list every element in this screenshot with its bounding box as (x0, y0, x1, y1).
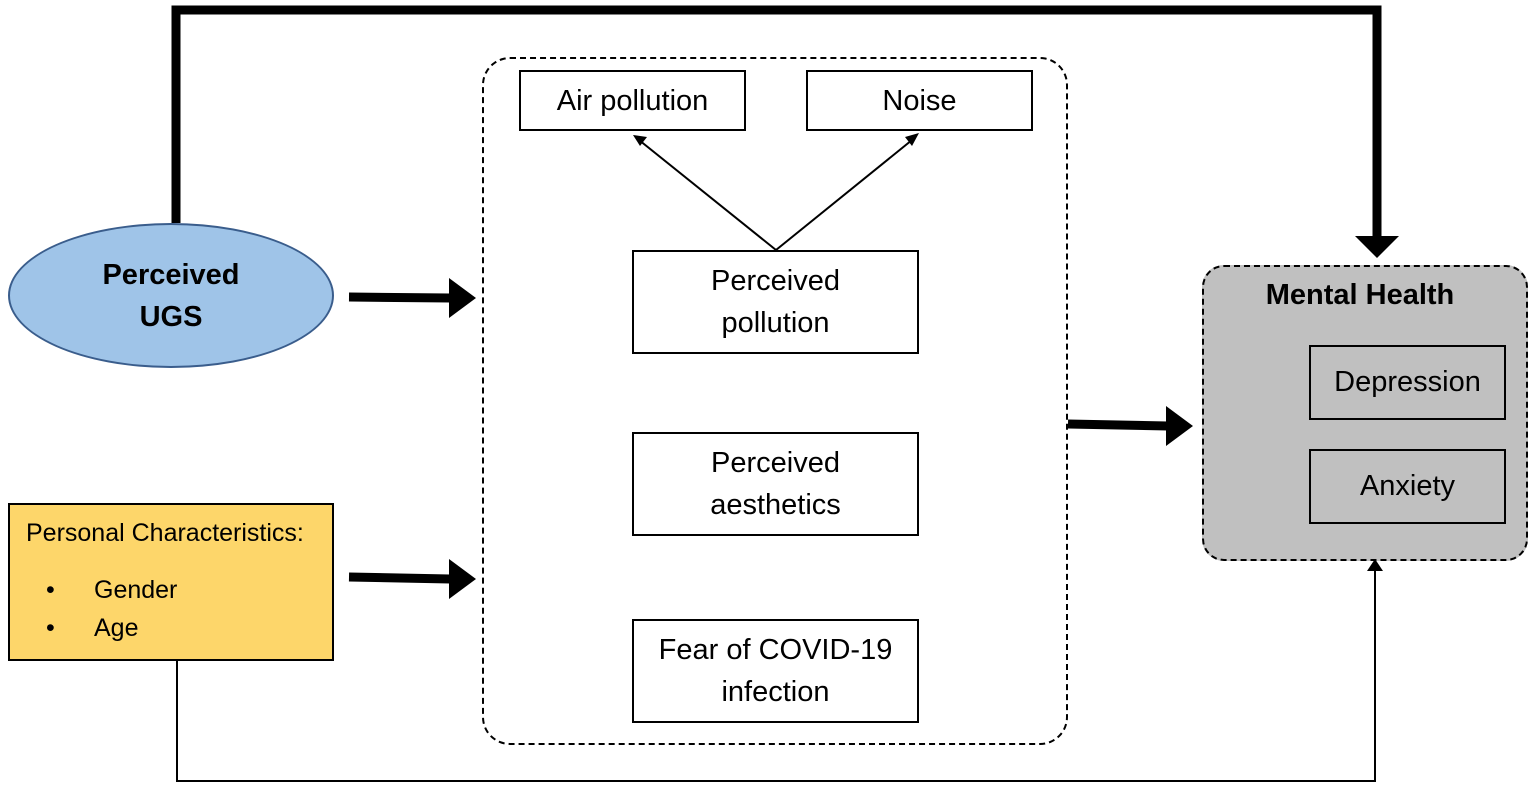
pollution-to-noise-arrowhead (905, 133, 919, 146)
noise-label: Noise (882, 84, 957, 117)
bullet-icon: • (46, 614, 55, 642)
anxiety-label: Anxiety (1359, 470, 1456, 502)
personal-characteristics-list: • Gender • Age (10, 571, 177, 647)
mental-health-title: Mental Health (1265, 279, 1455, 311)
noise-node: Noise (806, 70, 1033, 131)
ugs-to-mental-health-direct-path (171, 5, 1382, 238)
depression-label: Depression (1334, 366, 1481, 398)
pollution-to-air-line (638, 139, 777, 251)
fear-covid-line2: infection (721, 676, 830, 708)
perceived-ugs-line2: UGS (139, 300, 203, 333)
list-item: • Age (10, 609, 177, 647)
bullet-icon: • (46, 576, 55, 604)
air-pollution-node: Air pollution (519, 70, 746, 131)
perceived-aesthetics-line2: aesthetics (710, 489, 841, 521)
personal-to-mediators-arrow-shaft (348, 572, 451, 584)
perceived-pollution-line1: Perceived (711, 265, 840, 297)
fear-covid-line1: Fear of COVID-19 (658, 634, 893, 666)
mediators-to-mental-health-arrowhead (1166, 406, 1193, 446)
ugs-to-mediators-arrowhead (449, 278, 476, 318)
anxiety-node: Anxiety (1309, 449, 1506, 524)
list-item: • Gender (10, 571, 177, 609)
perceived-pollution-line2: pollution (721, 307, 830, 339)
personal-to-mental-health-line (176, 570, 1376, 782)
perceived-ugs-line1: Perceived (102, 258, 240, 291)
perceived-ugs-node: Perceived UGS (8, 223, 334, 368)
ugs-to-mental-health-arrowhead (1355, 236, 1399, 258)
mediators-to-mental-health-arrow-shaft (1067, 419, 1169, 431)
perceived-aesthetics-line1: Perceived (711, 447, 840, 479)
ugs-to-mediators-arrow-shaft (348, 292, 451, 303)
pollution-to-air-arrowhead (633, 135, 647, 146)
personal-to-mental-health-arrowhead (1367, 559, 1383, 571)
perceived-pollution-node: Perceived pollution (632, 250, 919, 354)
personal-characteristics-node: Personal Characteristics: • Gender • Age (8, 503, 334, 661)
age-label: Age (94, 614, 139, 642)
fear-covid-node: Fear of COVID-19 infection (632, 619, 919, 723)
depression-node: Depression (1309, 345, 1506, 420)
personal-to-mediators-arrowhead (449, 559, 476, 599)
air-pollution-label: Air pollution (556, 84, 709, 117)
perceived-aesthetics-node: Perceived aesthetics (632, 432, 919, 536)
personal-characteristics-title: Personal Characteristics: (26, 519, 304, 547)
pollution-to-noise-line (775, 139, 913, 251)
gender-label: Gender (94, 576, 178, 604)
mediators-group-frame (482, 57, 1068, 745)
